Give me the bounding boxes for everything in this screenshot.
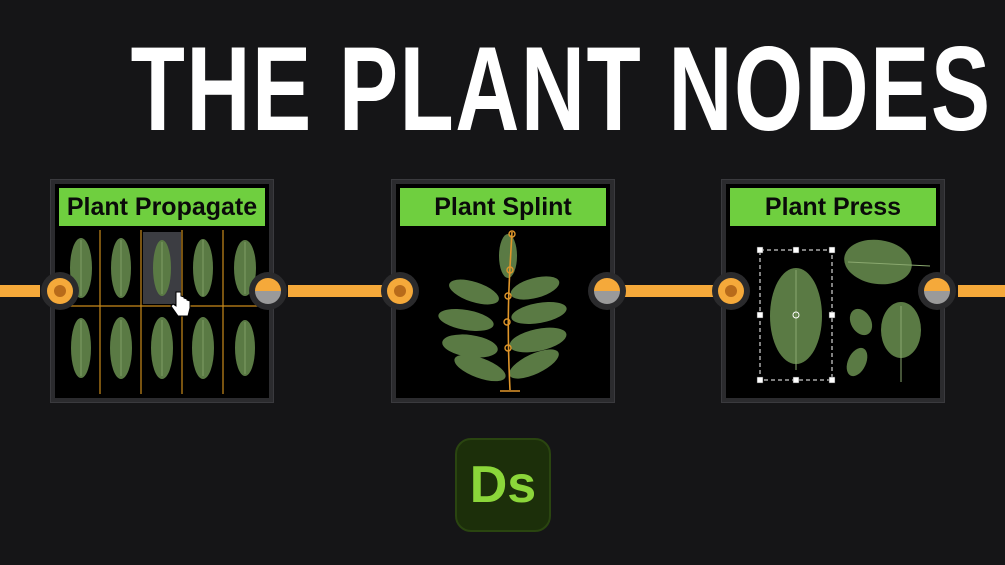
wire-propagate-to-splint	[288, 285, 382, 297]
press-leaf-preview	[730, 230, 936, 394]
splint-output-port[interactable]	[588, 272, 626, 310]
press-input-port[interactable]	[712, 272, 750, 310]
substance-designer-logo-icon: Ds	[455, 438, 551, 532]
node-title: Plant Press	[730, 188, 936, 226]
wire-splint-to-press	[622, 285, 714, 297]
node-plant-splint[interactable]: Plant Splint	[392, 180, 614, 402]
page-title: THE PLANT NODES	[130, 22, 992, 156]
splint-input-port[interactable]	[381, 272, 419, 310]
node-plant-propagate[interactable]: Plant Propagate	[51, 180, 273, 402]
propagate-grid-preview	[59, 230, 265, 394]
splint-leaf-preview	[400, 230, 606, 394]
node-plant-press[interactable]: Plant Press	[722, 180, 944, 402]
node-title: Plant Propagate	[59, 188, 265, 226]
pointer-hand-icon	[170, 291, 191, 317]
wire-output	[958, 285, 1005, 297]
press-output-port[interactable]	[918, 272, 956, 310]
node-title: Plant Splint	[400, 188, 606, 226]
wire-input	[0, 285, 40, 297]
propagate-output-port[interactable]	[249, 272, 287, 310]
propagate-input-port[interactable]	[41, 272, 79, 310]
